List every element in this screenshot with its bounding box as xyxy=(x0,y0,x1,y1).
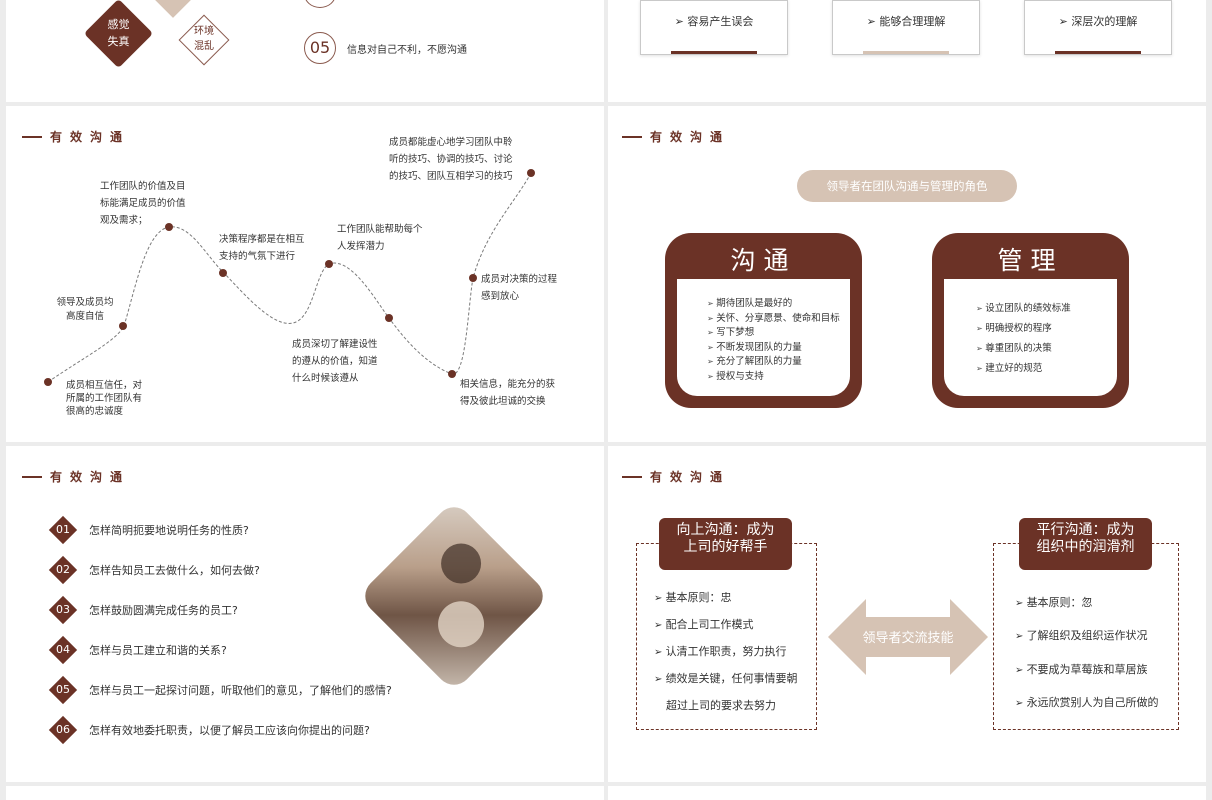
curve-point-2 xyxy=(119,322,127,330)
label-information: 相关信息，能充分的获 得及彼此坦诚的交换 xyxy=(460,379,556,407)
diamond-top-accent xyxy=(146,0,200,18)
card-management-title: 管理 xyxy=(997,246,1064,275)
left-item: 基本原则：忠 xyxy=(654,589,732,605)
team-photo xyxy=(357,499,551,693)
slide-2: ➢ 容易产生误会 ➢ 能够合理理解 ➢ 深层次的理解 xyxy=(608,0,1206,102)
question-row: 06 怎样有效地委托职责，以便了解员工应该向你提出的问题? xyxy=(48,715,370,745)
card-communication-list: 期待团队是最好的 关怀、分享愿景、使命和目标 写下梦想 不断发现团队的力量 充分… xyxy=(707,297,840,384)
list-item: 期待团队是最好的 xyxy=(707,297,840,312)
list-item: 授权与支持 xyxy=(707,370,840,385)
role-pill: 领导者在团队沟通与管理的角色 xyxy=(797,170,1017,202)
question-num: 05 xyxy=(56,683,70,696)
list-item: 设立团队的绩效标准 xyxy=(976,299,1071,319)
question-text: 怎样与员工建立和谐的关系? xyxy=(89,644,227,657)
list-item: 关怀、分享愿景、使命和目标 xyxy=(707,312,840,327)
left-item: 绩效是关键，任何事情要朝 xyxy=(654,670,798,686)
curve-point-6 xyxy=(385,314,393,322)
label-compliance: 成员深切了解建设性 的遵从的价值，知道 什么时候该遵从 xyxy=(292,339,378,384)
question-row: 04 怎样与员工建立和谐的关系? xyxy=(48,635,227,665)
slide-1: 感觉 失真 环境 混乱 05 信息对自己不利，不愿沟通 xyxy=(6,0,604,102)
curve-point-1 xyxy=(44,378,52,386)
diamond-b-line2: 混乱 xyxy=(194,41,214,52)
left-item: 配合上司工作模式 xyxy=(654,616,754,632)
question-text: 怎样告知员工去做什么，如何去做? xyxy=(89,564,260,577)
box-3-label: 深层次的理解 xyxy=(1071,15,1138,28)
upward-tag: 向上沟通：成为 上司的好帮手 xyxy=(659,518,792,570)
label-decision: 决策程序都是在相互 支持的气氛下进行 xyxy=(219,234,305,262)
curve-point-5 xyxy=(325,260,333,268)
left-item: 认清工作职责，努力执行 xyxy=(654,643,787,659)
diamond-a-line1: 感觉 xyxy=(107,18,130,31)
box-1-label: 容易产生误会 xyxy=(687,15,754,28)
right-item: 不要成为草莓族和草居族 xyxy=(1015,661,1148,677)
center-label: 领导者交流技能 xyxy=(862,631,954,646)
label-confidence: 领导及成员均 高度自信 xyxy=(56,297,114,322)
diamond-a-line2: 失真 xyxy=(107,35,130,48)
label-potential: 工作团队能帮助每个 人发挥潜力 xyxy=(337,224,423,252)
question-text: 怎样有效地委托职责，以便了解员工应该向你提出的问题? xyxy=(89,724,370,737)
box-reasonable-understanding: ➢ 能够合理理解 xyxy=(832,0,980,55)
question-text: 怎样鼓励圆满完成任务的员工? xyxy=(89,604,238,617)
parallel-tag: 平行沟通：成为 组织中的润滑剂 xyxy=(1019,518,1152,570)
left-item-cont: 超过上司的要求去努力 xyxy=(666,699,776,712)
box-misunderstanding: ➢ 容易产生误会 xyxy=(640,0,788,55)
list-item: 建立好的规范 xyxy=(976,359,1071,379)
slide-4: 有效沟通 领导者在团队沟通与管理的角色 沟通 期待团队是最好的 关怀、分享愿景、… xyxy=(608,106,1206,442)
card-management-list: 设立团队的绩效标准 明确授权的程序 尊重团队的决策 建立好的规范 xyxy=(976,299,1071,379)
question-num: 06 xyxy=(56,723,70,736)
label-trust: 成员相互信任，对 所属的工作团队有 很高的忠诚度 xyxy=(66,380,143,417)
slide-5: 有效沟通 01 怎样简明扼要地说明任务的性质? 02 怎样告知员工去做什么，如何… xyxy=(6,446,604,782)
label-values: 工作团队的价值及目 标能满足成员的价值 观及需求； xyxy=(100,181,186,226)
list-item: 充分了解团队的力量 xyxy=(707,355,840,370)
list-item: 写下梦想 xyxy=(707,326,840,341)
question-row: 05 怎样与员工一起探讨问题，听取他们的意见，了解他们的感情? xyxy=(48,675,392,705)
section-title: 有效沟通 xyxy=(22,128,130,145)
curve-point-3 xyxy=(165,223,173,231)
slide-3: 有效沟通 成员相互信任，对 所属的工作团队有 很高的忠诚度 领导及成员均 高度自… xyxy=(6,106,604,442)
curve-point-8 xyxy=(469,274,477,282)
list-item: 不断发现团队的力量 xyxy=(707,341,840,356)
team-curve xyxy=(44,169,535,386)
question-text: 怎样与员工一起探讨问题，听取他们的意见，了解他们的感情? xyxy=(89,684,392,697)
question-row: 01 怎样简明扼要地说明任务的性质? xyxy=(48,515,249,545)
slide-7-partial xyxy=(6,786,604,800)
list-item: 尊重团队的决策 xyxy=(976,339,1071,359)
question-num: 02 xyxy=(56,563,70,576)
box-deep-understanding: ➢ 深层次的理解 xyxy=(1024,0,1172,55)
curve-point-7 xyxy=(448,370,456,378)
section-title: 有效沟通 xyxy=(622,128,730,145)
section-title: 有效沟通 xyxy=(22,468,130,485)
right-item: 永远欣赏别人为自己所做的 xyxy=(1015,694,1159,710)
label-reassured: 成员对决策的过程 感到放心 xyxy=(481,274,558,302)
card-management: 管理 设立团队的绩效标准 明确授权的程序 尊重团队的决策 建立好的规范 xyxy=(932,233,1129,408)
box-2-label: 能够合理理解 xyxy=(879,15,946,28)
right-item: 了解组织及组织运作状况 xyxy=(1015,627,1148,643)
item-05-text: 信息对自己不利，不愿沟通 xyxy=(347,45,467,56)
question-row: 02 怎样告知员工去做什么，如何去做? xyxy=(48,555,260,585)
question-row: 03 怎样鼓励圆满完成任务的员工? xyxy=(48,595,238,625)
curve-point-9 xyxy=(527,169,535,177)
question-num: 01 xyxy=(56,523,70,536)
label-learning: 成员都能虚心地学习团队中聆 听的技巧、协调的技巧、讨论 的技巧、团队互相学习的技… xyxy=(389,137,513,182)
slide-8-partial xyxy=(608,786,1206,800)
question-num: 03 xyxy=(56,603,70,616)
item-05-circle: 05 xyxy=(304,32,336,64)
right-item: 基本原则：忽 xyxy=(1015,594,1093,610)
curve-point-4 xyxy=(219,269,227,277)
question-num: 04 xyxy=(56,643,70,656)
slide-6: 有效沟通 向上沟通：成为 上司的好帮手 基本原则：忠 配合上司工作模式 认清工作… xyxy=(608,446,1206,782)
question-text: 怎样简明扼要地说明任务的性质? xyxy=(89,524,249,537)
section-title: 有效沟通 xyxy=(622,468,730,485)
card-communication: 沟通 期待团队是最好的 关怀、分享愿景、使命和目标 写下梦想 不断发现团队的力量… xyxy=(665,233,862,408)
card-communication-title: 沟通 xyxy=(730,246,797,275)
item-04-circle-cropped xyxy=(304,0,336,8)
double-arrow xyxy=(828,599,988,675)
diamond-b-line1: 环境 xyxy=(194,26,214,37)
list-item: 明确授权的程序 xyxy=(976,319,1071,339)
